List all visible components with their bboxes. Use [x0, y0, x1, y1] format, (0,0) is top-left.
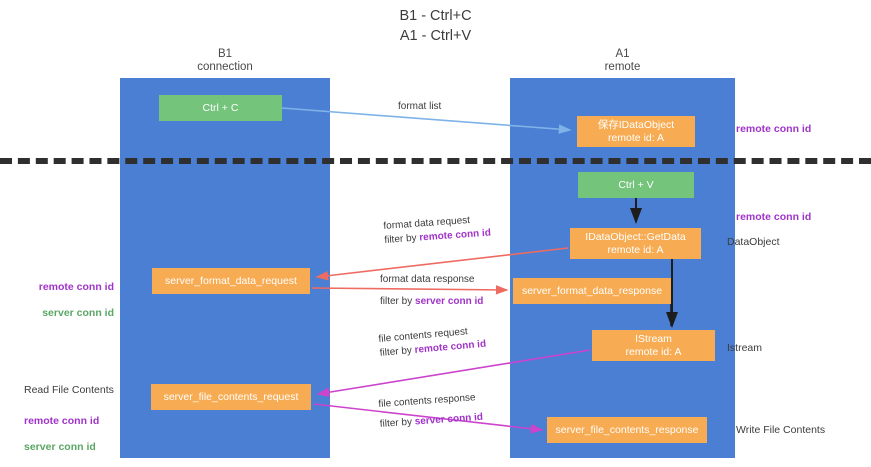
edge-label-line-1: format data response: [380, 274, 475, 285]
column-header-b1: B1 connection: [197, 48, 253, 73]
section-divider: [0, 158, 871, 164]
annotation-server-conn-id: server conn id: [42, 307, 114, 319]
node-data-object[interactable]: 保存IDataObject remote id: A: [577, 116, 695, 147]
node-server-file-contents-response[interactable]: server_file_contents_response: [547, 417, 707, 443]
node-ctrl-v[interactable]: Ctrl + V: [578, 172, 694, 198]
annotation-dataobject: DataObject: [727, 236, 780, 248]
node-server-format-data-request[interactable]: server_format_data_request: [152, 268, 310, 294]
annotation-server-conn-id: server conn id: [24, 441, 96, 453]
filter-value: server conn id: [414, 411, 484, 428]
annotation-remote-conn-id-mid: remote conn id: [736, 211, 812, 223]
filter-prefix: filter by: [379, 344, 416, 359]
filter-value: remote conn id: [418, 227, 492, 244]
annotation-remote-conn-id-top: remote conn id: [736, 123, 812, 135]
edge-label-file-contents-response: file contents response filter by server …: [378, 391, 483, 432]
page-title: B1 - Ctrl+C A1 - Ctrl+V: [399, 8, 472, 44]
annotation-istream: Istream: [727, 342, 763, 354]
node-istream[interactable]: IStream remote id: A: [592, 330, 715, 361]
edge-label-line-2: filter by server conn id: [380, 295, 483, 309]
filter-prefix: filter by: [380, 296, 416, 307]
annotation-write-file-contents: Write File Contents: [736, 424, 826, 436]
column-header-a1: A1 remote: [604, 48, 641, 73]
node-ctrl-c[interactable]: Ctrl + C: [159, 95, 282, 121]
edge-label-line-1: file contents response: [378, 392, 476, 410]
edge-label-file-contents-request: file contents request filter by remote c…: [378, 324, 487, 361]
edge-label-format-list: format list: [398, 101, 442, 112]
edge-label-format-data-response: format data response filter by server co…: [380, 273, 483, 309]
annotation-read-file-contents: Read File Contents: [24, 384, 114, 396]
filter-value: server conn id: [415, 296, 484, 307]
annotation-remote-conn-id: remote conn id: [24, 415, 100, 427]
annotation-conn-ids-bottom: remote conn id server conn id: [24, 402, 99, 467]
edge-label-format-data-request: format data request filter by remote con…: [383, 213, 491, 248]
edge-label-line-2: filter by server conn id: [379, 411, 483, 432]
annotation-conn-ids-mid: remote conn id server conn id: [22, 268, 114, 333]
annotation-remote-conn-id: remote conn id: [38, 281, 114, 293]
node-server-file-contents-request[interactable]: server_file_contents_request: [151, 384, 311, 410]
node-idataobject-getdata[interactable]: IDataObject::GetData remote id: A: [570, 228, 701, 259]
filter-prefix: filter by: [379, 416, 416, 430]
filter-prefix: filter by: [384, 232, 420, 246]
node-server-format-data-response[interactable]: server_format_data_response: [513, 278, 671, 304]
